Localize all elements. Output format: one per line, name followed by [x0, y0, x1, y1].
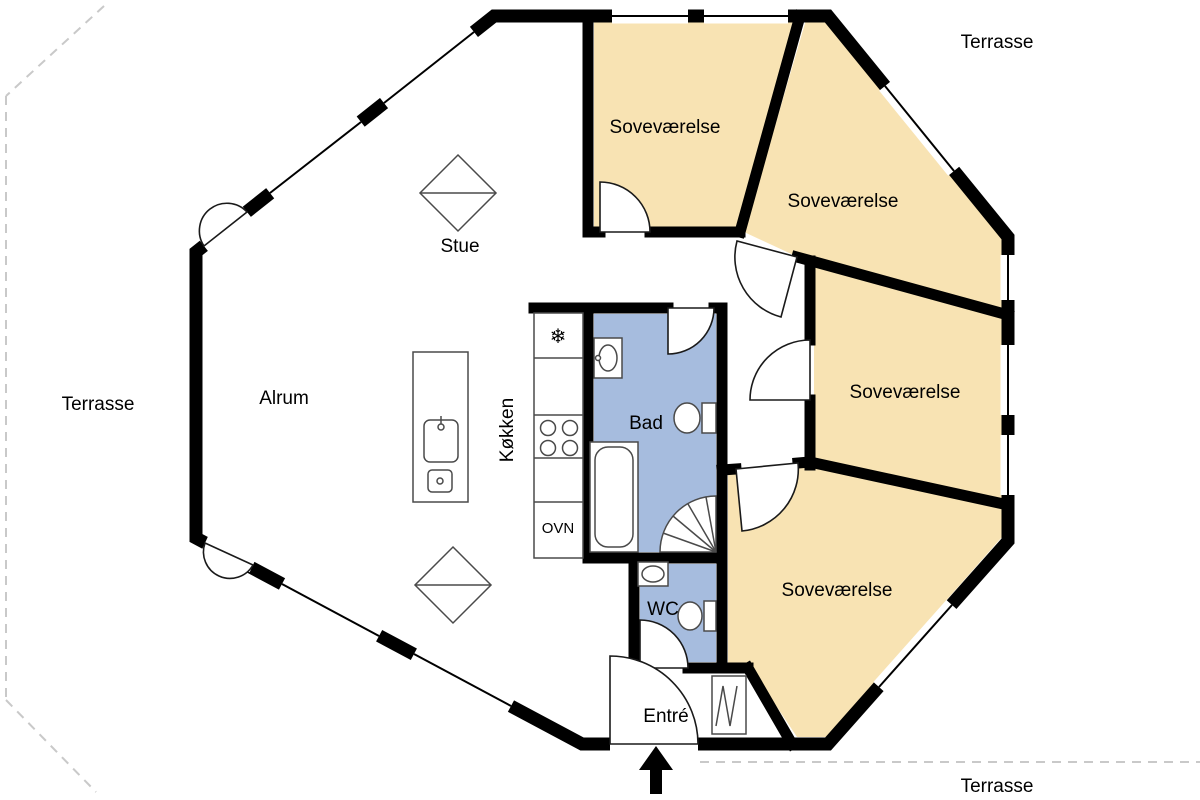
- cooktop-icon: [539, 419, 579, 457]
- room-label-wc: WC: [647, 599, 679, 620]
- interior-wall: [740, 660, 800, 752]
- terrace-label-left: Terrasse: [62, 394, 135, 415]
- interior-walls: [528, 9, 1015, 752]
- door-swing: [609, 655, 699, 745]
- windows: [265, 8, 1016, 713]
- room-label-entry: Entré: [643, 706, 688, 727]
- window: [879, 81, 960, 176]
- terrace-boundary-line: [5, 5, 105, 97]
- room-label-bedroom-2: Soveværelse: [788, 191, 899, 212]
- interior-wall: [803, 455, 1015, 512]
- window: [278, 577, 383, 643]
- snowflake-icon: ❄: [550, 324, 567, 348]
- room-label-kitchen: Køkken: [497, 398, 518, 462]
- interior-wall: [790, 250, 1015, 322]
- window: [379, 26, 479, 109]
- interior-wall: [792, 456, 816, 469]
- toilet-icon: [677, 600, 717, 632]
- room-bedroom-3: [814, 264, 1006, 502]
- door-swing: [735, 462, 800, 532]
- door-swing: [198, 202, 249, 248]
- room-label-bedroom-1: Soveværelse: [610, 117, 721, 138]
- bathtub-icon: [589, 441, 639, 553]
- door-swing: [734, 240, 798, 318]
- room-bedroom-4: [728, 466, 1002, 737]
- room-label-bedroom-3: Soveværelse: [850, 382, 961, 403]
- sink-icon: [593, 337, 623, 379]
- kitchen-island: [412, 351, 469, 503]
- kitchen-counter: [533, 312, 584, 559]
- room-label-bedroom-4: Soveværelse: [782, 580, 893, 601]
- interior-wall: [733, 9, 807, 239]
- door-swing: [639, 619, 689, 669]
- sink-icon: [637, 561, 669, 587]
- door-swing: [749, 339, 811, 401]
- fixtures: ❄: [412, 153, 747, 735]
- door-swing: [667, 307, 715, 355]
- terrace-label-top-right: Terrasse: [961, 32, 1034, 53]
- entrance-arrow-icon: [639, 746, 673, 794]
- terrace-boundary: [5, 5, 1200, 793]
- door-swing: [202, 541, 255, 580]
- window: [873, 600, 958, 692]
- room-fills: [594, 20, 1006, 737]
- window: [410, 647, 515, 713]
- terrace-boundary-line: [5, 699, 97, 793]
- table-icon: [413, 545, 493, 625]
- doors: [198, 181, 811, 752]
- room-label-living: Stue: [440, 236, 479, 257]
- room-labels: Terrasse Terrasse Terrasse Soveværelse S…: [62, 32, 1034, 797]
- room-label-oven: OVN: [542, 520, 575, 537]
- room-label-bath: Bad: [629, 413, 663, 434]
- sink-icon: [427, 469, 453, 493]
- room-bedroom-2: [744, 20, 1006, 312]
- window: [265, 116, 366, 199]
- toilet-icon: [673, 402, 717, 434]
- room-bedroom-1: [594, 22, 797, 228]
- water-heater-icon: [711, 675, 747, 735]
- table-icon: [418, 153, 498, 233]
- door-swing: [599, 181, 651, 233]
- fridge-icon: ❄: [550, 324, 567, 348]
- sink-icon: [423, 416, 459, 463]
- corner-shower-icon: [659, 495, 717, 553]
- room-label-family: Alrum: [259, 388, 309, 409]
- terrace-label-bottom-right: Terrasse: [961, 776, 1034, 797]
